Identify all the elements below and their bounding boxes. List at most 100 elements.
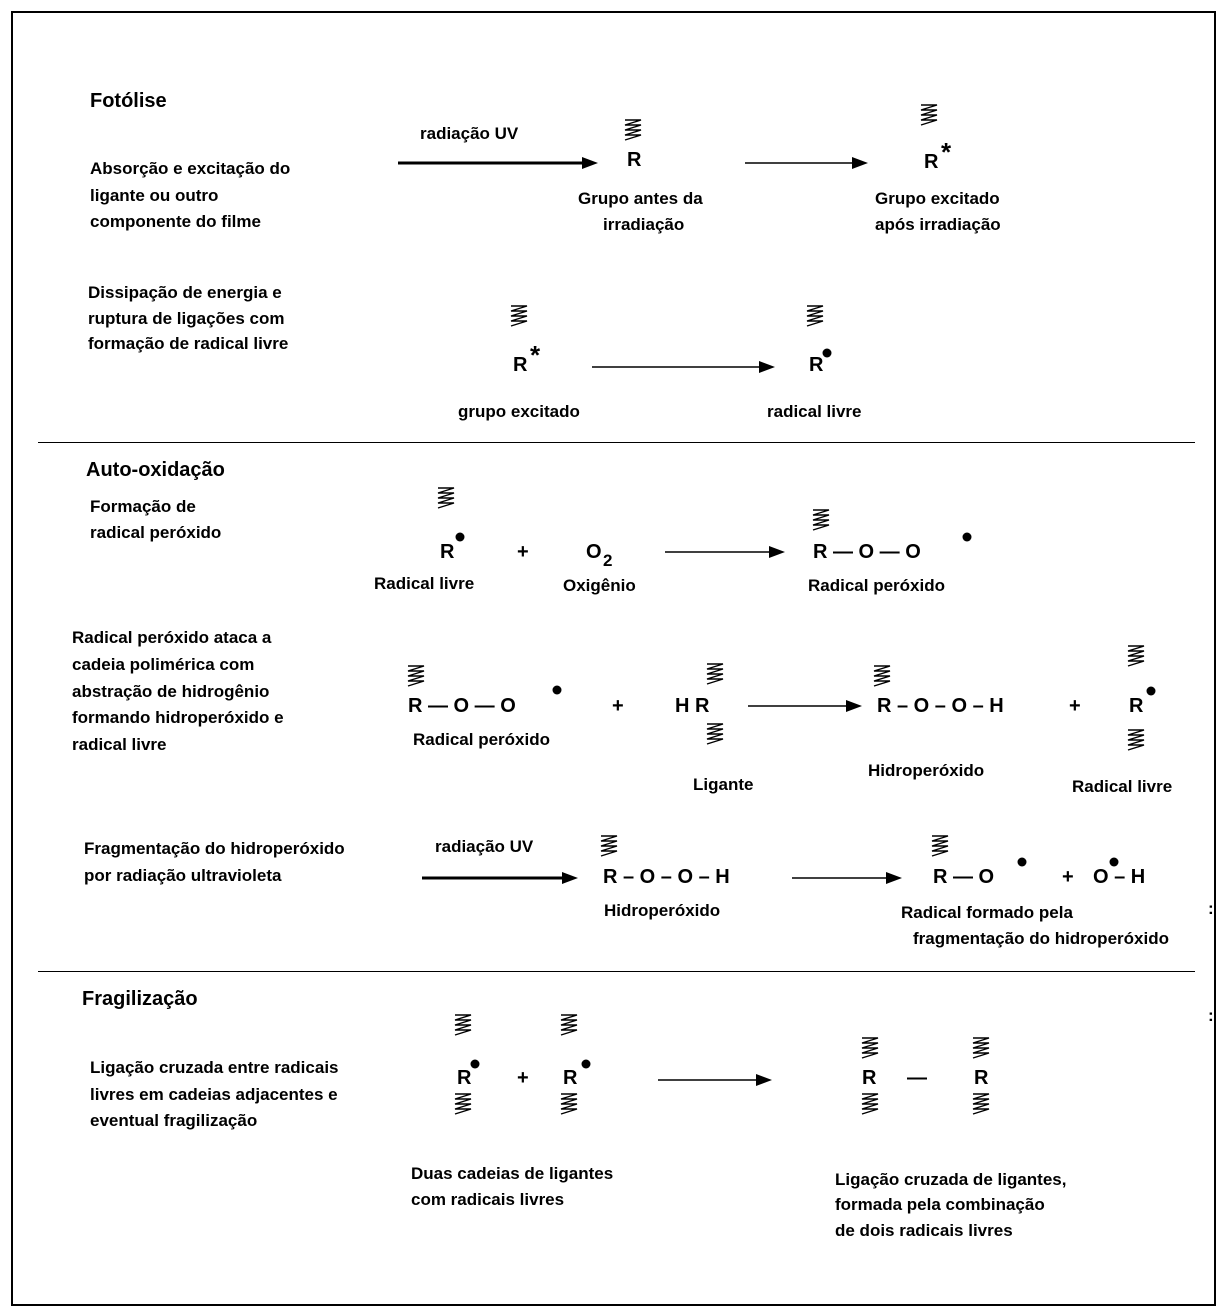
step-description-line: ligante ou outro bbox=[90, 186, 219, 205]
step-description-line: por radiação ultravioleta bbox=[84, 866, 282, 885]
species-caption: irradiação bbox=[603, 215, 685, 234]
species-formula: R bbox=[513, 354, 528, 376]
species-caption: radical livre bbox=[767, 402, 862, 421]
species-formula: R bbox=[809, 354, 824, 376]
polymer-chain-icon bbox=[812, 509, 830, 531]
step-description-line: formação de radical livre bbox=[88, 334, 289, 353]
species-formula: R bbox=[974, 1067, 989, 1089]
radical-dot-icon bbox=[581, 1059, 591, 1069]
polymer-chain-icon bbox=[861, 1093, 879, 1115]
species-caption: Radical peróxido bbox=[808, 576, 945, 595]
excited-star: * bbox=[530, 340, 541, 370]
step-description-line: ruptura de ligações com bbox=[88, 309, 285, 328]
step-description-line: Radical peróxido ataca a bbox=[72, 628, 272, 647]
excited-star: * bbox=[941, 137, 952, 167]
section-title-fotolise: Fotólise bbox=[90, 90, 167, 112]
section-title-auto-oxidacao: Auto-oxidação bbox=[86, 459, 225, 481]
species-caption: formada pela combinação bbox=[835, 1195, 1045, 1214]
arrow-head bbox=[852, 157, 868, 169]
step-description-line: livres em cadeias adjacentes e bbox=[90, 1085, 338, 1104]
species-formula: O bbox=[586, 541, 602, 563]
species-caption: Hidroperóxido bbox=[868, 761, 985, 780]
species-formula: R — O — O bbox=[408, 695, 516, 717]
plus-sign: + bbox=[1069, 695, 1081, 717]
species-formula: R bbox=[440, 541, 455, 563]
species-formula: R – O – O – H bbox=[603, 866, 730, 888]
radical-dot-icon bbox=[962, 532, 972, 542]
polymer-chain-icon bbox=[972, 1037, 990, 1059]
step-description-line: componente do filme bbox=[90, 212, 261, 231]
species-formula: R bbox=[627, 149, 642, 171]
step-description-line: Absorção e excitação do bbox=[90, 159, 291, 178]
plus-sign: + bbox=[1062, 866, 1074, 888]
species-formula: R – O – O – H bbox=[877, 695, 1004, 717]
plus-sign: + bbox=[517, 541, 529, 563]
plus-sign: + bbox=[517, 1067, 529, 1089]
polymer-chain-icon bbox=[624, 119, 642, 141]
section-divider bbox=[38, 442, 1195, 443]
arrow-head bbox=[769, 546, 785, 558]
arrow-label: radiação UV bbox=[420, 124, 519, 143]
species-caption: Oxigênio bbox=[563, 576, 636, 595]
radical-dot-icon bbox=[822, 348, 832, 358]
margin-mark: : bbox=[1208, 899, 1214, 918]
step-description-line: Dissipação de energia e bbox=[88, 283, 282, 302]
arrow-head bbox=[582, 157, 598, 169]
polymer-chain-icon bbox=[600, 835, 618, 857]
polymer-chain-icon bbox=[806, 305, 824, 327]
arrow-head bbox=[756, 1074, 772, 1086]
species-caption: Grupo antes da bbox=[578, 189, 703, 208]
species-formula: O – H bbox=[1093, 866, 1146, 888]
polymer-chain-icon bbox=[454, 1093, 472, 1115]
step-description-line: cadeia polimérica com bbox=[72, 655, 255, 674]
species-formula: R — O — O bbox=[813, 541, 921, 563]
species-caption: Hidroperóxido bbox=[604, 901, 721, 920]
radical-dot-icon bbox=[1146, 686, 1156, 696]
species-caption: Radical formado pela bbox=[901, 903, 1073, 922]
polymer-chain-icon bbox=[437, 487, 455, 509]
arrow-head bbox=[759, 361, 775, 373]
species-caption: de dois radicais livres bbox=[835, 1221, 1013, 1240]
margin-mark: : bbox=[1208, 1006, 1214, 1025]
species-caption: Duas cadeias de ligantes bbox=[411, 1164, 614, 1183]
radical-dot-icon bbox=[1109, 857, 1119, 867]
plus-sign: + bbox=[612, 695, 624, 717]
arrow-head bbox=[886, 872, 902, 884]
species-formula: R bbox=[563, 1067, 578, 1089]
polymer-chain-icon bbox=[972, 1093, 990, 1115]
radical-dot-icon bbox=[455, 532, 465, 542]
polymer-chain-icon bbox=[873, 665, 891, 687]
species-caption: Ligante bbox=[693, 775, 754, 794]
polymer-chain-icon bbox=[454, 1014, 472, 1036]
species-caption: com radicais livres bbox=[411, 1190, 565, 1209]
radical-dot-icon bbox=[470, 1059, 480, 1069]
polymer-chain-icon bbox=[560, 1093, 578, 1115]
species-caption: fragmentação do hidroperóxido bbox=[913, 929, 1169, 948]
section-title-fragilizacao: Fragilização bbox=[82, 988, 198, 1010]
step-description-line: Formação de bbox=[90, 497, 196, 516]
species-formula: R bbox=[457, 1067, 472, 1089]
species-caption: Grupo excitado bbox=[875, 189, 1000, 208]
species-caption: grupo excitado bbox=[458, 402, 580, 421]
species-caption: após irradiação bbox=[875, 215, 1001, 234]
polymer-chain-icon bbox=[706, 723, 724, 745]
subscript-2: 2 bbox=[603, 551, 613, 570]
polymer-chain-icon bbox=[1127, 729, 1145, 751]
species-caption: Radical peróxido bbox=[413, 730, 550, 749]
step-description-line: abstração de hidrogênio bbox=[72, 682, 270, 701]
step-description-line: eventual fragilização bbox=[90, 1111, 258, 1130]
step-description-line: Ligação cruzada entre radicais bbox=[90, 1058, 339, 1077]
polymer-chain-icon bbox=[706, 663, 724, 685]
radical-dot-icon bbox=[552, 685, 562, 695]
arrow-label: radiação UV bbox=[435, 837, 534, 856]
bond-dash: — bbox=[907, 1067, 927, 1089]
species-caption: Radical livre bbox=[1072, 777, 1173, 796]
species-formula: R bbox=[1129, 695, 1144, 717]
step-description-line: formando hidroperóxido e bbox=[72, 708, 284, 727]
species-formula: R — O bbox=[933, 866, 995, 888]
step-description-line: radical peróxido bbox=[90, 523, 222, 542]
species-formula: R bbox=[862, 1067, 877, 1089]
polymer-chain-icon bbox=[510, 305, 528, 327]
polymer-chain-icon bbox=[1127, 645, 1145, 667]
